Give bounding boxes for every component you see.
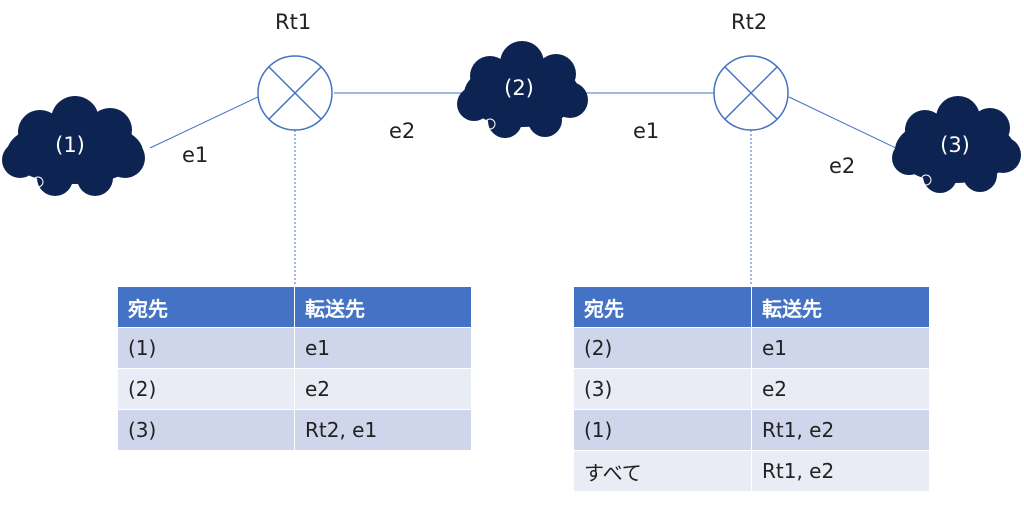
network-1-label: (1) [55,133,85,157]
link-label-rt2-e2: e2 [829,154,856,178]
table-row: (1) e1 [117,327,472,369]
router-rt2-label: Rt2 [731,10,768,34]
network-1-cloud-icon [2,96,145,196]
table-row: (2) e2 [117,368,472,410]
cell-forward-to: e2 [751,368,930,410]
network-2-label: (2) [504,76,534,100]
cell-forward-to: Rt1, e2 [751,450,930,492]
cell-destination: (2) [573,327,752,369]
table-row: すべて Rt1, e2 [573,450,930,492]
cell-forward-to: Rt1, e2 [751,409,930,451]
rt1-routing-table: 宛先 転送先 (1) e1 (2) e2 (3) Rt2, e1 [117,286,472,451]
network-3-label: (3) [940,133,970,157]
cell-destination: (2) [117,368,295,410]
network-2-cloud-icon [457,41,588,138]
rt2-routing-table: 宛先 転送先 (2) e1 (3) e2 (1) Rt1, e2 すべて Rt1… [573,286,930,492]
link-rt1-net1 [149,94,263,149]
header-destination: 宛先 [117,286,295,328]
table-header-row: 宛先 転送先 [117,286,472,328]
cell-forward-to: e1 [294,327,472,369]
table-row: (3) e2 [573,368,930,410]
router-rt1-label: Rt1 [275,10,312,34]
link-label-rt1-e1: e1 [182,143,209,167]
header-destination: 宛先 [573,286,752,328]
cell-destination: (1) [117,327,295,369]
cell-destination: すべて [573,450,752,492]
link-label-rt2-e1: e1 [633,119,660,143]
cell-forward-to: e1 [751,327,930,369]
table-row: (1) Rt1, e2 [573,409,930,451]
cell-destination: (3) [117,409,295,451]
table-header-row: 宛先 転送先 [573,286,930,328]
table-row: (3) Rt2, e1 [117,409,472,451]
network-3-cloud-icon [892,96,1021,193]
table-row: (2) e1 [573,327,930,369]
cell-destination: (1) [573,409,752,451]
cell-forward-to: Rt2, e1 [294,409,472,451]
cell-destination: (3) [573,368,752,410]
header-forward-to: 転送先 [751,286,930,328]
link-rt2-net3 [788,96,901,151]
router-rt1-icon [257,55,333,131]
header-forward-to: 転送先 [294,286,472,328]
link-label-rt1-e2: e2 [389,119,416,143]
cell-forward-to: e2 [294,368,472,410]
router-rt2-icon [713,55,789,131]
